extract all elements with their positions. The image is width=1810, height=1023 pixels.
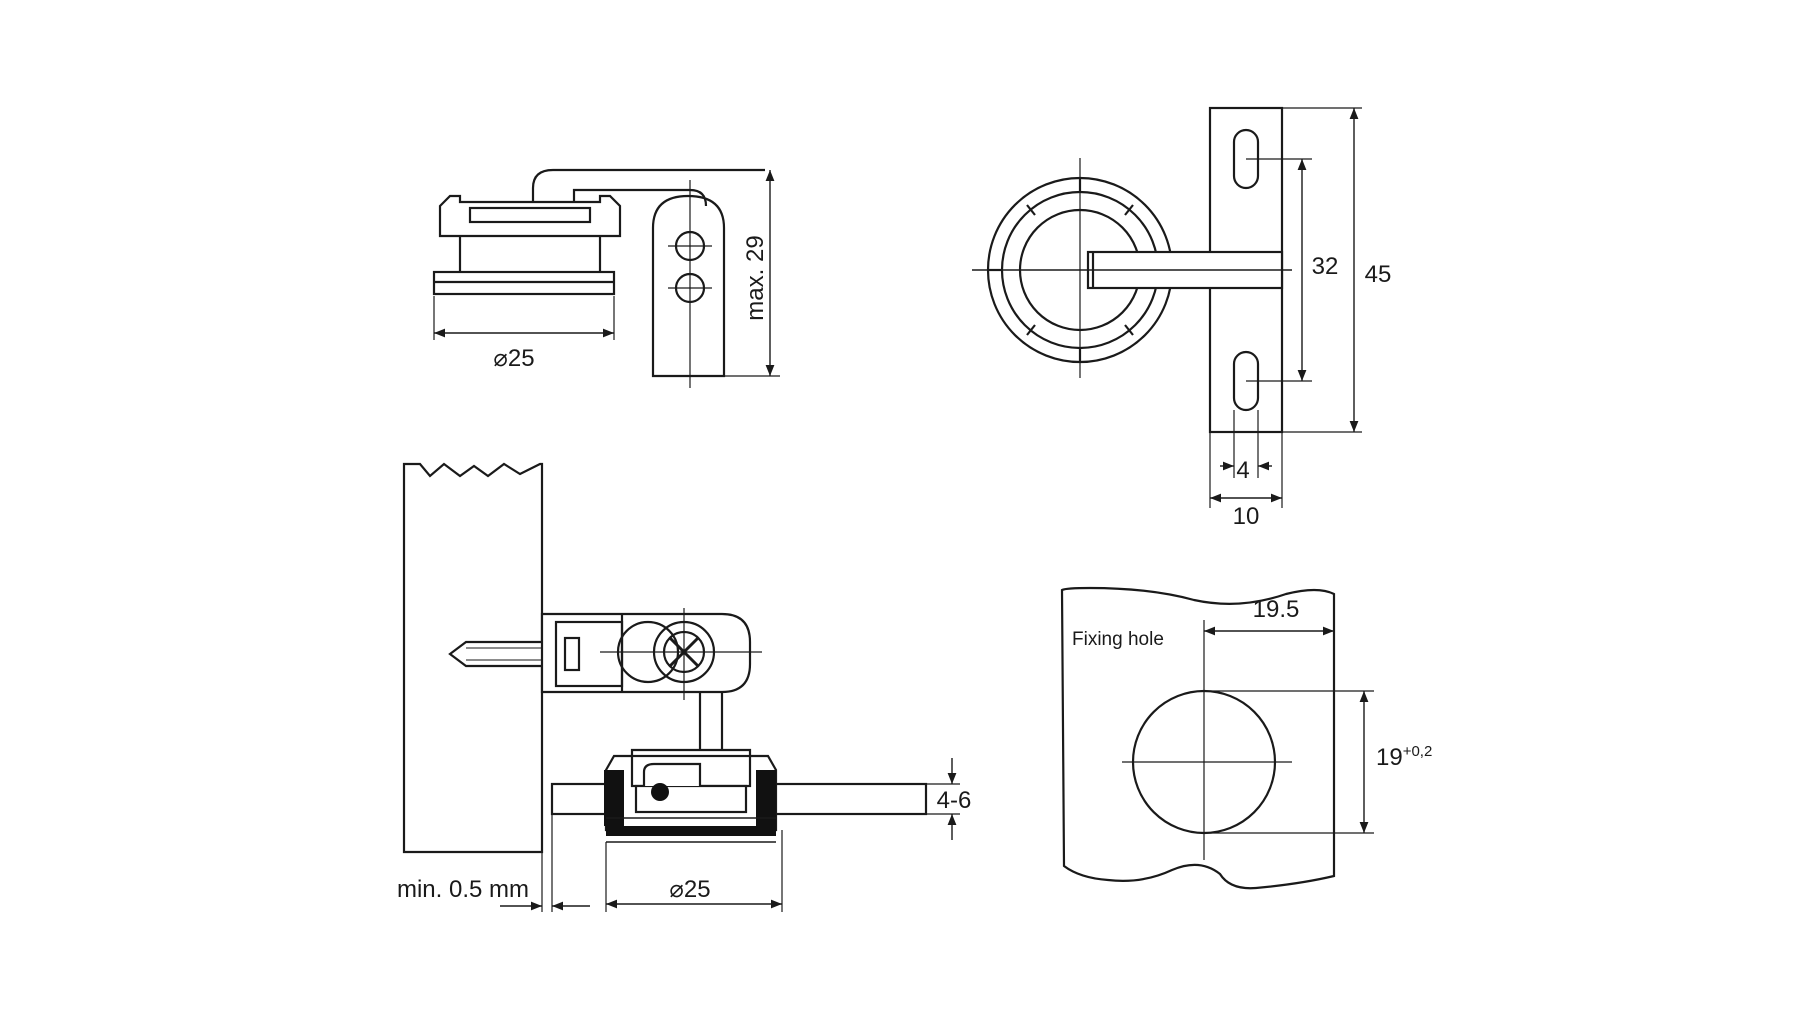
dim-10-label: 10 [1233,503,1260,530]
dim-hole-tolerance: +0,2 [1403,743,1433,760]
hinge-knuckle [651,194,726,378]
dim-4-label: 4 [1236,457,1249,484]
bottom-left-view [402,462,960,912]
bottom-right-view [1060,586,1374,890]
dim-32-label: 32 [1312,253,1339,280]
hinge-cap [438,194,622,238]
dim-clamp-diameter-label: ⌀25 [669,876,710,903]
cabinet-panel [402,462,544,854]
glass-sheet-outline [1060,586,1336,890]
dim-diameter-label: ⌀25 [493,345,534,372]
fixing-hole-title: Fixing hole [1072,629,1164,650]
dim-glass-thickness-label: 4-6 [937,787,972,814]
glass-panel-right [758,782,928,816]
dim-gap-label: min. 0.5 mm [397,876,529,903]
hinge-arm [531,168,765,202]
dim-hole-diameter-value: 19 [1376,744,1403,771]
dim-45-label: 45 [1365,261,1392,288]
dim-edge-distance-label: 19.5 [1253,596,1300,623]
wood-screw [448,640,550,668]
top-left-view [432,168,780,388]
top-right-view [972,106,1362,508]
dim-hole-diameter-label: 19+0,2 [1376,743,1432,771]
dim-height-label: max. 29 [742,235,769,320]
